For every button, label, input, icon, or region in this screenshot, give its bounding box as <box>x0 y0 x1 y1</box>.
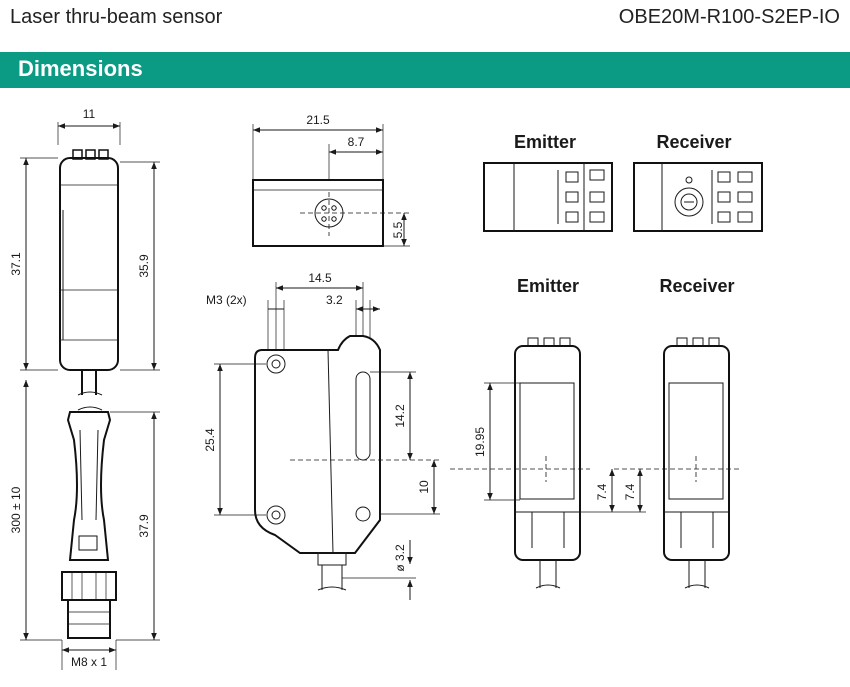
dim-optical-axis-height: 19.95 <box>473 427 487 457</box>
dim-side-height-body: 35.9 <box>137 254 151 278</box>
sensor-body-front <box>254 335 381 554</box>
label-front-emitter: Emitter <box>517 276 579 296</box>
label-top-emitter: Emitter <box>514 132 576 152</box>
dim-connector-length: 37.9 <box>137 514 151 538</box>
receiver-front-view: 7.4 <box>614 337 740 589</box>
sensor-body-side <box>59 157 119 371</box>
emitter-front-view: 19.95 7.4 <box>450 337 646 589</box>
product-title: Laser thru-beam sensor <box>10 6 223 28</box>
dim-side-width: 11 <box>83 107 96 121</box>
side-view: 11 37.1 35.9 <box>9 107 160 670</box>
dim-side-height-total: 37.1 <box>9 252 23 276</box>
dim-front-hole-spacing: 14.5 <box>308 271 332 285</box>
label-top-receiver: Receiver <box>656 132 731 152</box>
dim-top-width: 21.5 <box>306 113 330 127</box>
cable-connector <box>66 411 112 561</box>
dim-slot-offset: 3.2 <box>326 293 343 307</box>
dim-slot-length: 14.2 <box>393 404 407 428</box>
dim-front-hole-height: 25.4 <box>203 428 217 452</box>
model-number: OBE20M-R100-S2EP-IO <box>618 6 840 28</box>
dim-top-center-offset: 8.7 <box>348 135 365 149</box>
dim-top-center-height: 5.5 <box>391 221 405 238</box>
dim-connector-thread: M8 x 1 <box>71 655 107 669</box>
label-mount-screws: M3 (2x) <box>206 293 247 307</box>
top-view: 21.5 8.7 5.5 <box>252 113 410 247</box>
emitter-top-view <box>483 162 613 232</box>
section-band: Dimensions <box>0 52 850 88</box>
dim-slot-bottom: 10 <box>417 480 431 494</box>
receiver-top-view <box>633 162 763 232</box>
dim-cable-diameter: ø 3.2 <box>393 544 407 572</box>
section-title: Dimensions <box>18 56 143 81</box>
dim-cable-length: 300 ± 10 <box>9 486 23 533</box>
dim-emitter-axis: 7.4 <box>595 483 609 500</box>
dim-receiver-axis: 7.4 <box>623 483 637 500</box>
front-view: 14.5 M3 (2x) 3.2 25.4 14.2 10 <box>203 271 440 600</box>
label-front-receiver: Receiver <box>659 276 734 296</box>
m8-nut <box>61 571 117 601</box>
